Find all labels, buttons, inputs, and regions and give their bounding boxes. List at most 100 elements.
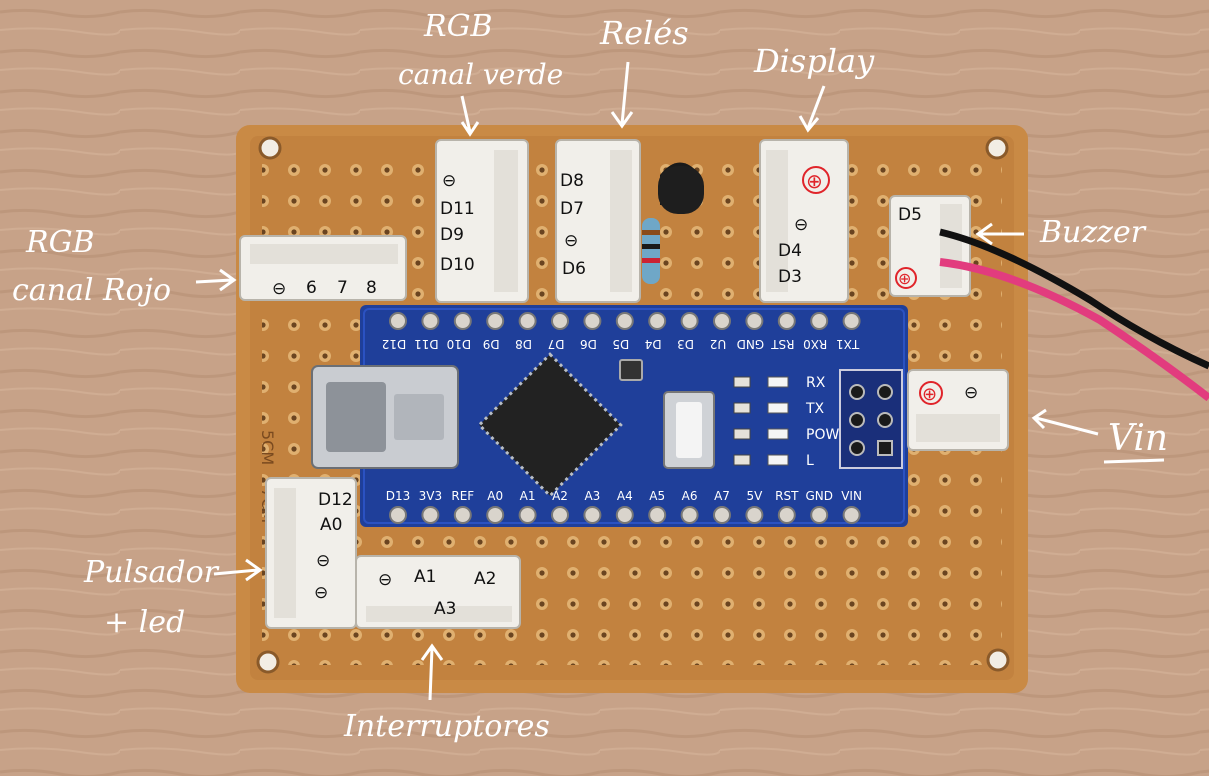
- label-rgb-red-title: RGB: [25, 225, 95, 260]
- bottom-pin-label: A0: [487, 489, 503, 503]
- display-plus-ring: [802, 166, 830, 194]
- arrow-display: [798, 85, 826, 133]
- arrow-pulsador: [213, 558, 263, 582]
- bottom-pin: [777, 506, 796, 524]
- buzzer-plus-ring: [895, 267, 917, 289]
- interruptores-pin-a2: A2: [474, 569, 496, 589]
- top-pin-label: D5: [612, 337, 629, 351]
- bottom-pin: [615, 506, 634, 524]
- atmega-chip: [477, 352, 623, 498]
- buzzer-pin-d5: D5: [898, 205, 922, 225]
- connector-reles: D8 D7 ⊖ D6: [555, 139, 641, 303]
- label-pulsador-title: Pulsador: [83, 555, 220, 590]
- arrow-reles: [610, 61, 634, 129]
- bottom-pin-label: D13: [386, 489, 411, 503]
- bottom-pin: [648, 506, 667, 524]
- arrow-vin: [1031, 408, 1099, 436]
- top-pin-label: RST: [770, 337, 794, 351]
- buzzer-black-wire: [939, 228, 1209, 370]
- led-label: POW: [806, 427, 839, 443]
- top-pin: [486, 312, 505, 330]
- bottom-pin-label: 3V3: [419, 489, 442, 503]
- top-pin: [551, 312, 569, 330]
- top-pin: [389, 312, 407, 330]
- led: [767, 454, 789, 466]
- pulsador-minus-2: ⊖: [314, 583, 328, 603]
- top-pin: [583, 312, 602, 330]
- led-label: L: [806, 453, 814, 469]
- bottom-pin: [551, 506, 569, 524]
- bottom-pin-label: RST: [775, 489, 799, 503]
- label-rgb-green-sub: canal verde: [398, 58, 563, 91]
- top-pin: [518, 312, 537, 330]
- mount-hole-br: [986, 648, 1010, 672]
- top-pin: [453, 312, 472, 330]
- arrow-rgb-green: [460, 95, 480, 137]
- pulsador-minus-1: ⊖: [316, 551, 330, 571]
- top-pin: [777, 312, 796, 330]
- interruptores-pin-a1: A1: [414, 567, 436, 587]
- top-pin: [648, 312, 667, 330]
- rgb-red-pin-6: 6: [306, 278, 317, 298]
- top-pin-label: D4: [645, 337, 662, 351]
- led-resistor: [733, 454, 751, 466]
- bottom-pin-label: GND: [805, 489, 833, 503]
- top-pin-label: D7: [548, 337, 565, 351]
- label-rgb-red-sub: canal Rojo: [12, 273, 171, 308]
- led-resistor: [733, 428, 751, 440]
- top-pin: [745, 312, 764, 330]
- display-pin-d3: D3: [778, 267, 802, 287]
- bottom-pin: [583, 506, 602, 524]
- label-rgb-green-title: RGB: [423, 9, 493, 44]
- connector-vin: ⊕ ⊖: [907, 369, 1009, 451]
- led-label: RX: [806, 375, 826, 391]
- bottom-pin-label: A2: [552, 489, 568, 503]
- top-pin: [615, 312, 634, 330]
- rgb-green-pin-d10: D10: [440, 255, 475, 275]
- reles-pin-d7: D7: [560, 199, 584, 219]
- label-reles: Relés: [599, 14, 689, 52]
- annotations: RGB canal verde Relés Display RGB canal …: [12, 9, 1168, 744]
- top-pin-label: TX1: [836, 337, 860, 351]
- icsp-header: [839, 369, 903, 469]
- small-ic: [619, 359, 643, 381]
- top-pin-label: D8: [515, 337, 532, 351]
- reles-pin-d8: D8: [560, 171, 584, 191]
- interruptores-minus: ⊖: [378, 570, 392, 590]
- bottom-pin-label: A4: [617, 489, 633, 503]
- vin-plus: ⊕: [922, 384, 937, 405]
- display-minus: ⊖: [794, 215, 808, 235]
- top-pin-label: U2: [710, 337, 726, 351]
- led: [767, 428, 789, 440]
- buzzer-plus: ⊕: [898, 269, 911, 288]
- bottom-pin-label: A3: [584, 489, 600, 503]
- pulsador-pin-a0: A0: [320, 515, 342, 535]
- rgb-green-minus: ⊖: [442, 171, 456, 191]
- top-pin-label: GND: [737, 337, 765, 351]
- rgb-green-pin-d11: D11: [440, 199, 475, 219]
- connector-buzzer: D5 ⊕: [889, 195, 971, 297]
- top-pin: [713, 312, 731, 330]
- mini-usb-port: [311, 365, 459, 469]
- bottom-pin: [421, 506, 440, 524]
- display-pin-d4: D4: [778, 241, 802, 261]
- vin-underline: [1103, 458, 1165, 464]
- top-pin-label: D10: [447, 337, 472, 351]
- connector-display: ⊕ ⊖ D4 D3: [759, 139, 849, 303]
- bottom-pin-label: A1: [520, 489, 536, 503]
- led: [767, 376, 789, 388]
- connector-rgb-red: ⊖ 6 7 8: [239, 235, 407, 301]
- reset-button: [663, 391, 715, 469]
- bottom-pin: [486, 506, 505, 524]
- top-pin-label: RX0: [803, 337, 827, 351]
- bottom-pin: [389, 506, 407, 524]
- top-pin: [421, 312, 440, 330]
- connector-interruptores: ⊖ A1 A2 A3: [355, 555, 521, 629]
- vin-minus: ⊖: [964, 383, 978, 403]
- top-pin: [842, 312, 861, 330]
- bottom-pin-label: VIN: [841, 489, 862, 503]
